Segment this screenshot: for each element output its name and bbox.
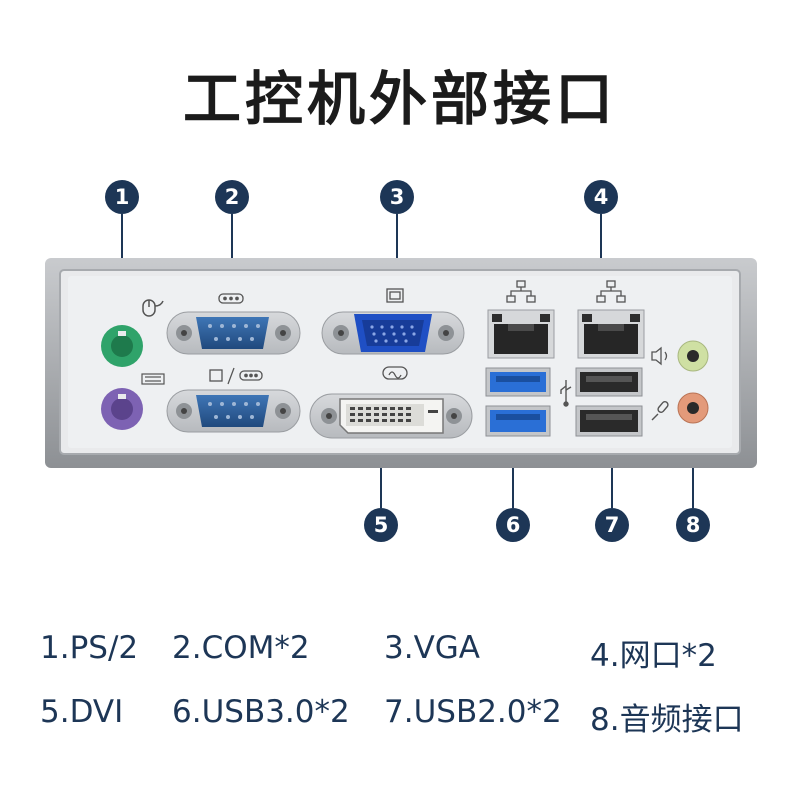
lan-port-1 <box>487 309 555 359</box>
usb-icon <box>560 380 572 407</box>
keyboard-icon <box>141 373 165 385</box>
usb2-port-2 <box>575 405 643 437</box>
vga-port <box>321 311 465 355</box>
network-icon <box>506 280 536 303</box>
audio-line-out-jack <box>677 340 709 372</box>
page-title: 工控机外部接口 <box>182 65 617 133</box>
usb2-port-1 <box>575 367 643 397</box>
legend-item-com: 2.COM*2 <box>172 630 310 666</box>
mouse-icon <box>142 299 164 317</box>
monitor-serial-icon <box>209 367 263 385</box>
ps2-mouse-port <box>101 325 143 367</box>
callout-5: 5 <box>364 508 398 542</box>
com-port-1 <box>166 311 301 355</box>
legend-item-ps2: 1.PS/2 <box>40 630 139 666</box>
lan-port-2 <box>577 309 645 359</box>
callout-8: 8 <box>676 508 710 542</box>
network-icon <box>596 280 626 303</box>
callout-7: 7 <box>595 508 629 542</box>
legend-item-usb2: 7.USB2.0*2 <box>384 694 562 730</box>
callout-1: 1 <box>105 180 139 214</box>
monitor-icon <box>386 288 404 303</box>
com-port-2 <box>166 389 301 433</box>
legend-item-vga: 3.VGA <box>384 630 481 666</box>
legend-item-dvi: 5.DVI <box>40 694 124 730</box>
usb3-port-1 <box>485 367 551 397</box>
audio-mic-jack <box>677 392 709 424</box>
callout-4: 4 <box>584 180 618 214</box>
microphone-icon <box>651 401 669 421</box>
callout-6: 6 <box>496 508 530 542</box>
callout-2: 2 <box>215 180 249 214</box>
dvi-port <box>309 393 473 439</box>
speaker-icon <box>651 346 668 366</box>
legend-item-usb3: 6.USB3.0*2 <box>172 694 350 730</box>
ps2-keyboard-port <box>101 388 143 430</box>
usb3-port-2 <box>485 405 551 437</box>
legend-item-audio: 8.音频接口 <box>590 702 744 738</box>
callout-3: 3 <box>380 180 414 214</box>
legend-item-lan: 4.网口*2 <box>590 638 717 674</box>
serial-icon <box>218 293 244 304</box>
dvi-icon <box>382 366 408 380</box>
